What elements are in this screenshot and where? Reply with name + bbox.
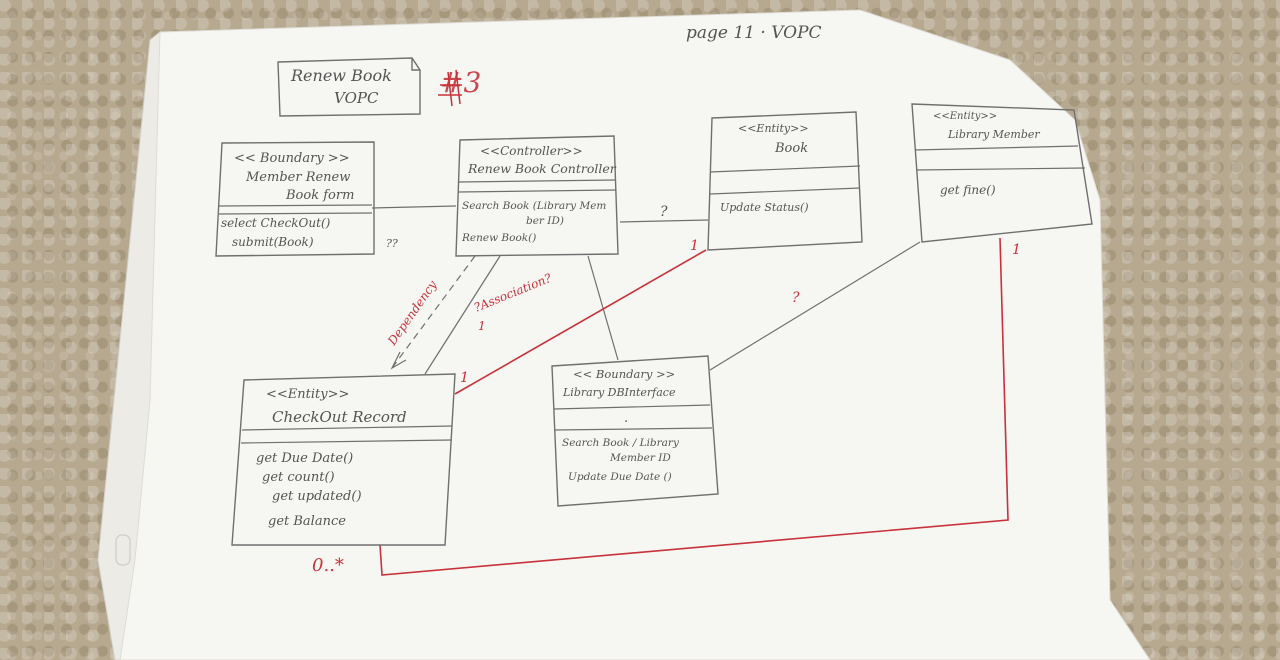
book-stereotype: <<Entity>> — [738, 122, 809, 135]
member-operation: get fine() — [940, 183, 996, 197]
class-checkout-record: <<Entity>> CheckOut Record get Due Date(… — [231, 373, 456, 546]
assoc-book-checkout — [454, 249, 707, 395]
book-operation: Update Status() — [720, 201, 809, 214]
checkout-operation: get updated() — [272, 489, 362, 504]
assoc-controller-db — [587, 255, 619, 361]
controller-stereotype: <<Controller>> — [480, 144, 583, 158]
paper-sheet — [119, 9, 1151, 660]
assoc-db-member — [709, 241, 921, 371]
db-operation: Update Due Date () — [568, 471, 672, 483]
db-operation: Member ID — [609, 452, 671, 464]
class-renew-book-controller: <<Controller>> Renew Book Controller Sea… — [455, 135, 619, 257]
member-stereotype: <<Entity>> — [933, 111, 997, 122]
book-multiplicity: 1 — [690, 238, 699, 254]
form-operation: submit(Book) — [232, 235, 314, 249]
assoc-member-checkout — [379, 237, 1009, 576]
checkout-multiplicity-many: 0..* — [312, 555, 344, 576]
title-line1: Renew Book — [290, 66, 392, 85]
controller-operation: Renew Book() — [461, 232, 536, 244]
db-attribute: . — [624, 411, 628, 426]
class-library-db-interface: << Boundary >> Library DBInterface . Sea… — [551, 355, 719, 507]
checkout-operation: get count() — [262, 470, 335, 485]
association-multiplicity: 1 — [478, 319, 486, 333]
db-member-question: ? — [792, 290, 800, 306]
class-book: <<Entity>> Book Update Status() — [707, 111, 863, 251]
fingerprint-mark — [115, 534, 131, 566]
class-member-renew-book-form: << Boundary >> Member Renew Book form se… — [215, 141, 375, 257]
controller-operation: ber ID) — [526, 215, 564, 227]
checkout-operation: get Balance — [268, 514, 346, 529]
version-mark-text: #3 — [440, 66, 481, 99]
version-mark: #3 — [438, 66, 481, 107]
title-box: Renew Book VOPC — [277, 57, 421, 117]
form-name-line2: Book form — [285, 188, 354, 203]
form-stereotype: << Boundary >> — [234, 151, 350, 166]
controller-book-question: ? — [660, 204, 668, 220]
controller-operation: Search Book (Library Mem — [462, 200, 606, 212]
controller-name: Renew Book Controller — [467, 161, 617, 176]
page-header: page 11 · VOPC — [686, 23, 822, 43]
title-line2: VOPC — [334, 89, 379, 107]
member-name: Library Member — [947, 128, 1040, 141]
form-question-label: ?? — [386, 237, 398, 250]
book-name: Book — [774, 141, 808, 156]
checkout-operation: get Due Date() — [256, 451, 353, 466]
assoc-controller-book — [619, 219, 709, 223]
db-name: Library DBInterface — [562, 386, 676, 399]
form-operation: select CheckOut() — [221, 216, 331, 230]
checkout-name: CheckOut Record — [272, 408, 407, 426]
assoc-form-controller — [371, 205, 457, 209]
class-library-member: <<Entity>> Library Member get fine() — [911, 103, 1093, 243]
checkout-stereotype: <<Entity>> — [266, 387, 349, 402]
db-stereotype: << Boundary >> — [573, 367, 675, 381]
assoc-controller-checkout — [424, 255, 501, 375]
member-multiplicity: 1 — [1012, 242, 1021, 258]
checkout-multiplicity-one: 1 — [460, 370, 469, 386]
dependency-arrowhead — [390, 351, 407, 370]
db-operation: Search Book / Library — [562, 437, 680, 449]
form-name-line1: Member Renew — [245, 170, 350, 185]
